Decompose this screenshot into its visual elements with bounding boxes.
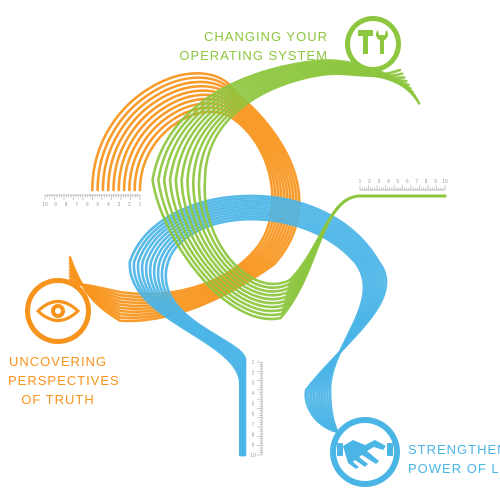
ruler-tick-label: 9	[252, 443, 255, 449]
band-line	[68, 93, 286, 307]
label-line: STRENGTHENING	[408, 442, 500, 457]
label-line: UNCOVERING	[8, 354, 108, 369]
band-line	[151, 59, 447, 321]
ruler-tick-label: 6	[86, 202, 89, 208]
eye-icon	[25, 278, 91, 344]
ruler-tick-label: 8	[425, 179, 428, 185]
ruler-tick-label: 2	[252, 370, 255, 376]
band-line	[68, 102, 280, 302]
ruler-tick-label: 6	[252, 412, 255, 418]
ruler-tick-label: 4	[387, 179, 390, 185]
band-line	[68, 89, 289, 310]
ruler-tick-label: 10	[442, 179, 448, 185]
ruler-tick-label: 5	[252, 401, 255, 407]
ruler-blue: 1 2 3 4 5 6 7 8 9 10	[250, 360, 263, 459]
ruler-tick-label: 5	[96, 202, 99, 208]
label-line: PERSPECTIVES	[8, 373, 120, 388]
ruler-tick-label: 5	[396, 179, 399, 185]
ruler-tick-label: 7	[252, 422, 255, 428]
band-line	[128, 194, 388, 457]
blue-band	[128, 194, 388, 457]
ruler-tick-label: 9	[54, 202, 57, 208]
ruler-tick-label: 3	[117, 202, 120, 208]
ruler-tick-label: 3	[377, 179, 380, 185]
ruler-tick-label: 7	[415, 179, 418, 185]
green-band	[151, 59, 447, 321]
label-perspectives: UNCOVERING PERSPECTIVES OF TRUTH	[8, 352, 120, 409]
band-line	[68, 97, 283, 305]
ruler-tick-label: 7	[75, 202, 78, 208]
ruler-tick-label: 6	[406, 179, 409, 185]
ruler-orange: 10 9 8 7 6 5 4 3 2 1	[42, 194, 142, 208]
ruler-tick-label: 8	[252, 432, 255, 438]
handshake-icon	[330, 417, 400, 487]
band-line	[68, 72, 301, 323]
ruler-tick-label: 10	[42, 202, 48, 208]
label-line: OF TRUTH	[21, 392, 95, 407]
ruler-tick-label: 4	[107, 202, 110, 208]
band-line	[68, 80, 295, 317]
ruler-tick-label: 8	[65, 202, 68, 208]
label-line: POWER OF LEA	[408, 461, 500, 476]
ruler-tick-label: 2	[368, 179, 371, 185]
label-line: OPERATING SYSTEM	[179, 48, 328, 63]
ruler-tick-label: 9	[434, 179, 437, 185]
band-line	[162, 62, 447, 313]
ruler-tick-label: 10	[250, 453, 256, 459]
label-leadership: STRENGTHENING POWER OF LEA	[408, 440, 500, 478]
band-line	[68, 106, 277, 299]
ruler-tick-label: 1	[359, 179, 362, 185]
band-line	[68, 84, 292, 314]
label-operating-system: CHANGING YOUR OPERATING SYSTEM	[179, 27, 328, 65]
ruler-tick-label: 3	[252, 381, 255, 387]
label-line: CHANGING YOUR	[204, 29, 328, 44]
tools-icon	[345, 16, 401, 72]
ruler-tick-label: 2	[128, 202, 131, 208]
ruler-tick-label: 4	[252, 391, 255, 397]
ruler-tick-label: 1	[139, 202, 142, 208]
band-line	[68, 110, 274, 296]
ruler-tick-label: 1	[252, 360, 255, 366]
